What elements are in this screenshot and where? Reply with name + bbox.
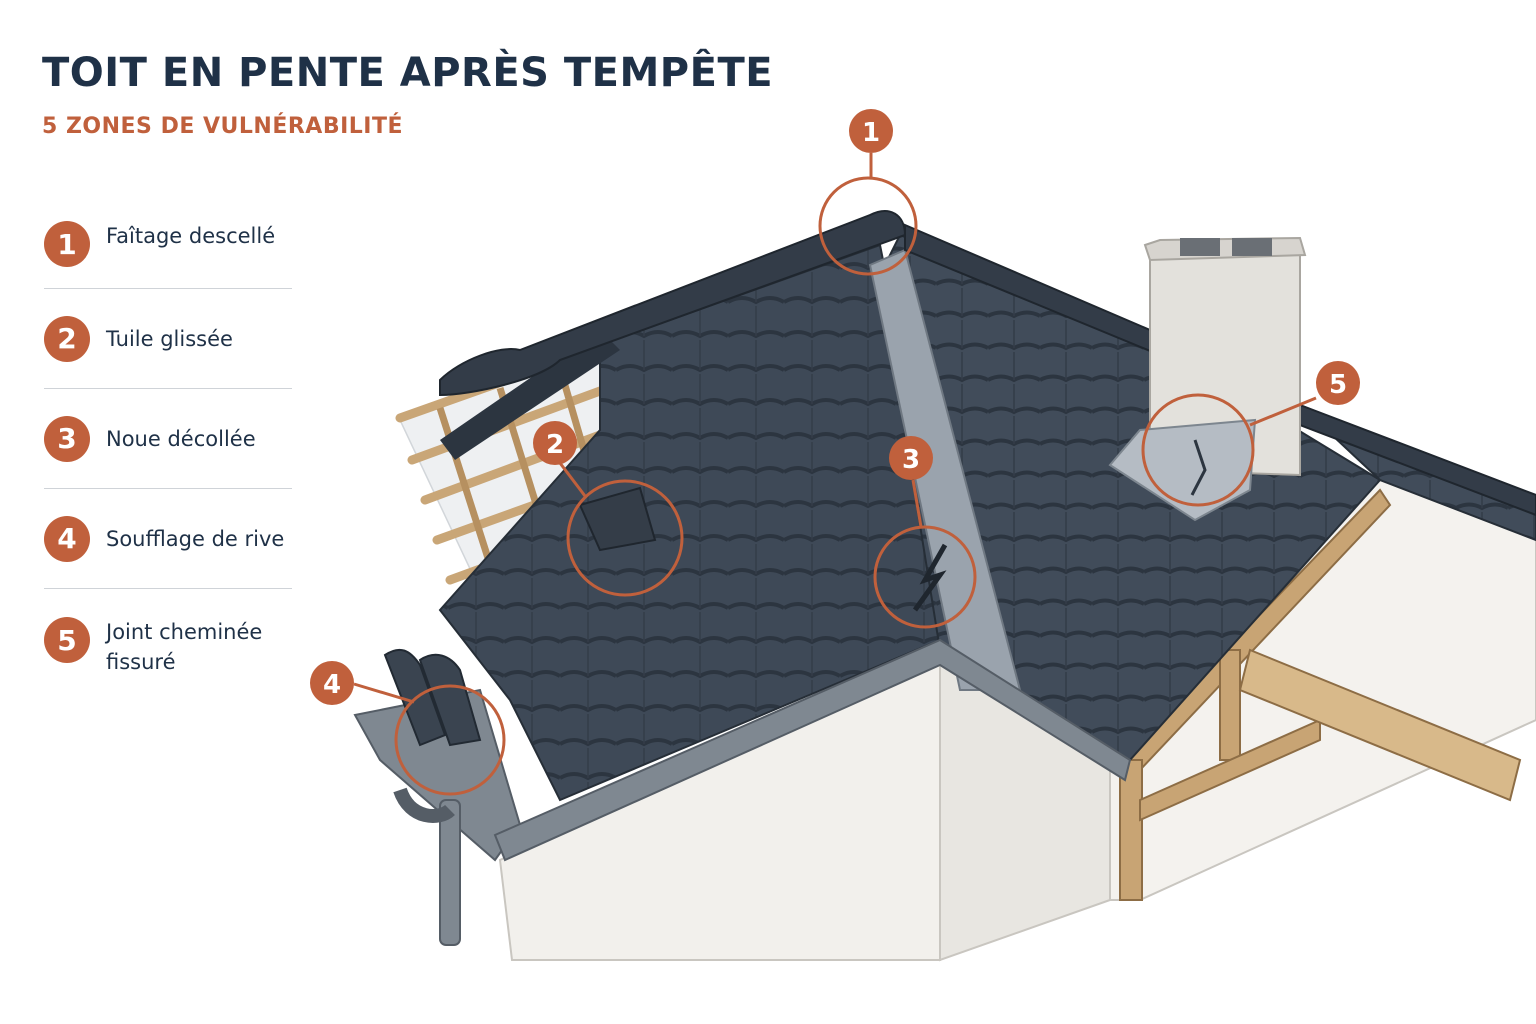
legend-label-5: Joint cheminée fissuré bbox=[106, 620, 263, 674]
legend-label-3: Noue décollée bbox=[106, 426, 256, 451]
legend-badge-2: 2 bbox=[44, 315, 90, 362]
valley-tear bbox=[912, 543, 948, 612]
ridge-tiles bbox=[439, 210, 1536, 517]
legend: 1 Faîtage descellé 2 Tuile glissée 3 Nou… bbox=[44, 212, 292, 689]
page-title: TOIT EN PENTE APRÈS TEMPÊTE bbox=[42, 50, 774, 96]
legend-item-2: 2 Tuile glissée bbox=[44, 289, 292, 389]
callout-number-4: 4 bbox=[323, 670, 341, 700]
callout-number-3: 3 bbox=[902, 445, 920, 475]
legend-badge-3: 3 bbox=[44, 415, 90, 462]
callout-3: 3 bbox=[873, 436, 977, 629]
legend-label-2: Tuile glissée bbox=[106, 326, 233, 351]
callout-number-2: 2 bbox=[546, 430, 564, 460]
left-roof-slope bbox=[438, 243, 942, 802]
legend-badge-5: 5 bbox=[44, 617, 90, 663]
legend-item-5: 5 Joint cheminée fissuré bbox=[44, 589, 292, 689]
legend-label-1: Faîtage descellé bbox=[106, 224, 276, 248]
legend-item-4: 4 Soufflage de rive bbox=[44, 489, 292, 589]
callout-4: 4 bbox=[310, 661, 506, 796]
gable-frame bbox=[1118, 488, 1522, 901]
legend-label-4: Soufflage de rive bbox=[106, 526, 285, 551]
legend-item-3: 3 Noue décollée bbox=[44, 389, 292, 489]
page-subtitle: 5 ZONES DE VULNÉRABILITÉ bbox=[42, 114, 404, 139]
legend-badge-4: 4 bbox=[44, 515, 90, 562]
callout-5: 5 bbox=[1141, 361, 1360, 507]
callout-number-5: 5 bbox=[1329, 370, 1347, 400]
callout-1: 1 bbox=[818, 109, 918, 276]
callout-2: 2 bbox=[533, 421, 684, 597]
slipped-tile bbox=[578, 486, 657, 552]
callout-number-1: 1 bbox=[862, 118, 880, 148]
legend-item-1: 1 Faîtage descellé bbox=[44, 212, 292, 289]
legend-badge-1: 1 bbox=[44, 221, 90, 267]
